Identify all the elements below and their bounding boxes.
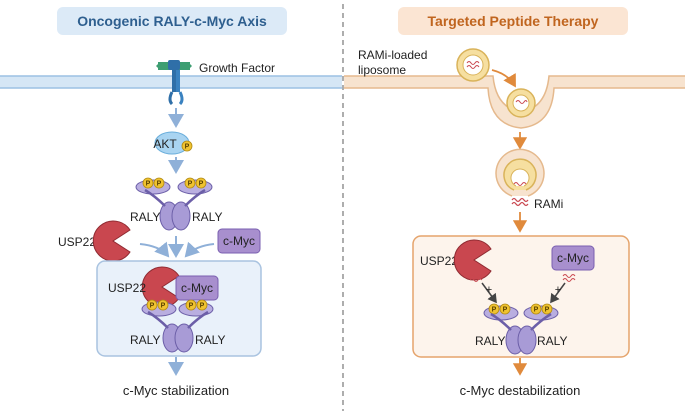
raly-top-right-label: RALY <box>192 210 222 224</box>
liposome-label-1: RAMi-loaded <box>358 48 427 62</box>
arrow-liposome-membrane <box>491 69 516 88</box>
arrow-cmyc-blocked <box>550 282 566 304</box>
raly-dimer-right: P P P P <box>483 303 559 356</box>
raly-top-p3: P <box>188 181 193 188</box>
right-panel: Targeted Peptide Therapy RAMi-loaded lip… <box>344 7 685 398</box>
receptor-icon <box>156 60 192 106</box>
rami-bound-cmyc <box>562 274 576 282</box>
right-title: Targeted Peptide Therapy <box>428 13 599 29</box>
rami-label: RAMi <box>534 197 563 211</box>
akt-protein: AKT P <box>153 131 193 155</box>
raly-right-p1: P <box>492 307 497 314</box>
usp22-label-left: USP22 <box>58 235 96 249</box>
membrane-left <box>0 75 342 89</box>
akt-phospho-label: P <box>185 144 190 151</box>
raly-right-right-label: RALY <box>537 334 567 348</box>
rami-peptide-icon <box>511 197 529 207</box>
raly-right-left-label: RALY <box>475 334 505 348</box>
left-title-box <box>57 7 287 35</box>
usp22-icon-left <box>92 220 131 262</box>
raly-right-p3: P <box>534 307 539 314</box>
complex-p1: P <box>150 303 155 310</box>
cmyc-box-right <box>551 245 595 271</box>
arrow-usp22-blocked <box>481 282 497 304</box>
complex-p2: P <box>161 303 166 310</box>
raly-top-p2: P <box>157 181 162 188</box>
akt-label: AKT <box>153 137 177 151</box>
complex-p4: P <box>200 303 205 310</box>
arrow-usp22-complex <box>139 241 170 258</box>
block-mark-left: + <box>486 284 492 296</box>
cmyc-label-left: c-Myc <box>223 234 255 248</box>
complex-left: c-Myc P P P P <box>141 266 219 354</box>
raly-complex-right-label: RALY <box>195 333 225 347</box>
right-caption: c-Myc destabilization <box>460 383 581 398</box>
raly-top-p4: P <box>199 181 204 188</box>
left-caption: c-Myc stabilization <box>123 383 229 398</box>
liposome-icon <box>456 48 490 82</box>
raly-complex-left-label: RALY <box>130 333 160 347</box>
usp22-label-complex: USP22 <box>108 281 146 295</box>
cmyc-label-right: c-Myc <box>557 251 589 265</box>
usp22-label-right: USP22 <box>420 254 458 268</box>
liposome-label-2: liposome <box>358 63 406 77</box>
growth-factor-label: Growth Factor <box>199 61 275 75</box>
raly-dimer-top: P P P P <box>135 177 213 232</box>
endosome-release <box>495 148 545 197</box>
raly-right-p2: P <box>503 307 508 314</box>
block-mark-right: + <box>555 284 561 296</box>
cmyc-box-left <box>217 228 261 254</box>
liposome-endocytosed <box>506 88 536 118</box>
raly-top-p1: P <box>146 181 151 188</box>
cmyc-label-complex: c-Myc <box>181 281 213 295</box>
arrow-cmyc-complex <box>184 241 215 258</box>
left-panel: Oncogenic RALY-c-Myc Axis Growth Factor … <box>0 7 342 398</box>
raly-top-left-label: RALY <box>130 210 160 224</box>
left-title: Oncogenic RALY-c-Myc Axis <box>77 13 267 29</box>
raly-right-p4: P <box>545 307 550 314</box>
right-title-box <box>398 7 628 35</box>
complex-p3: P <box>189 303 194 310</box>
rami-bound-usp22 <box>469 274 483 282</box>
